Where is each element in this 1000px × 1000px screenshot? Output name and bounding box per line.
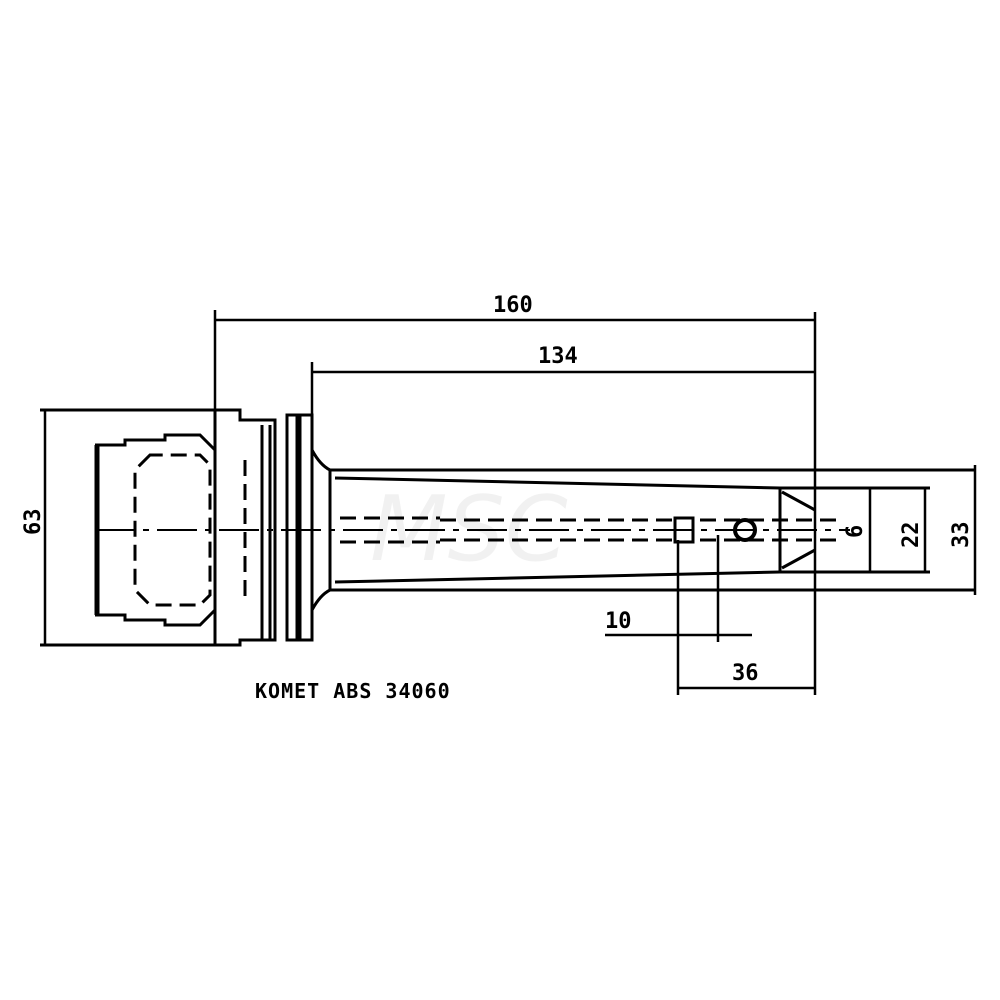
dim-overall-length: 160: [493, 293, 533, 318]
dim-shank-diameter: 33: [949, 522, 974, 549]
dim-flange-diameter: 63: [21, 509, 46, 536]
dim-inner-diameter: 6: [843, 525, 868, 538]
dim-bore-diameter: 22: [899, 522, 924, 549]
dim-bore-depth: 36: [732, 661, 759, 686]
dim-screw-offset: 10: [605, 609, 632, 634]
hidden-lines: [133, 453, 840, 607]
dim-shank-length: 134: [538, 344, 578, 369]
part-outline: [40, 408, 975, 647]
part-label: KOMET ABS 34060: [255, 679, 451, 703]
dimension-lines: [43, 310, 977, 695]
